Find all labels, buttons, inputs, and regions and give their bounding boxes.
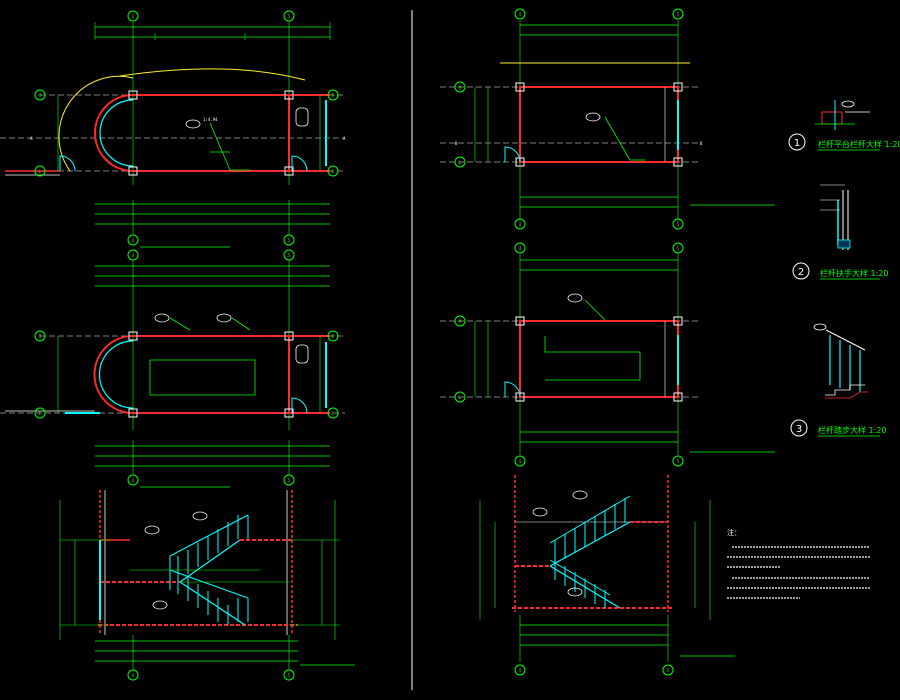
svg-text:B: B <box>455 141 458 146</box>
svg-text:4: 4 <box>519 668 522 673</box>
detail-number: 3 <box>796 424 802 435</box>
svg-text:4: 4 <box>519 246 522 251</box>
svg-text:L: L <box>332 411 335 416</box>
svg-text:L: L <box>459 395 462 400</box>
svg-text:4: 4 <box>519 222 522 227</box>
detail-2: 2 栏杆扶手大样 1:20 <box>792 184 889 280</box>
svg-text:4: 4 <box>132 238 135 243</box>
detail-number: 2 <box>798 267 804 278</box>
svg-text:M: M <box>39 334 42 339</box>
svg-text:M: M <box>39 93 42 98</box>
svg-text:4: 4 <box>132 253 135 258</box>
left-plan-1: 4 5 <box>0 10 346 248</box>
svg-text:5: 5 <box>667 668 670 673</box>
svg-text:A: A <box>30 136 33 141</box>
detail-title: 栏杆扶手大样 1:20 <box>820 268 889 278</box>
left-plan-2: 4 5 M L M L <box>0 249 345 488</box>
svg-text:4: 4 <box>132 478 135 483</box>
svg-text:M: M <box>332 93 335 98</box>
left-section-aa: 4 5 <box>59 490 355 681</box>
svg-text:5: 5 <box>288 673 291 678</box>
svg-text:5: 5 <box>677 12 680 17</box>
axis-label: 5 <box>288 14 291 19</box>
svg-text:M: M <box>332 334 335 339</box>
notes-block: 注： <box>727 528 870 599</box>
axis-bubble <box>127 10 139 22</box>
axis-label: 4 <box>132 14 135 19</box>
svg-text:5: 5 <box>288 253 291 258</box>
detail-title: 栏杆踏步大样 1:20 <box>818 425 887 435</box>
svg-text:5: 5 <box>677 459 680 464</box>
svg-text:B: B <box>700 141 703 146</box>
detail-1: 1 栏杆平台栏杆大样 1:20 <box>788 100 900 151</box>
svg-text:L: L <box>39 169 42 174</box>
svg-text:M: M <box>459 85 462 90</box>
right-plan-2: 4 5 M L 4 5 <box>440 242 775 467</box>
axis-bubble <box>283 10 295 22</box>
svg-text:5: 5 <box>677 222 680 227</box>
svg-text:1:4.94: 1:4.94 <box>203 117 218 122</box>
detail-title: 栏杆平台栏杆大样 1:20 <box>818 139 900 149</box>
detail-number: 1 <box>794 138 800 149</box>
notes-heading: 注： <box>727 528 741 537</box>
svg-text:4: 4 <box>519 459 522 464</box>
svg-text:L: L <box>332 169 335 174</box>
svg-text:L: L <box>39 411 42 416</box>
svg-text:4: 4 <box>519 12 522 17</box>
svg-text:5: 5 <box>288 238 291 243</box>
right-section-bb: 4 5 <box>479 475 735 676</box>
svg-text:4: 4 <box>132 673 135 678</box>
svg-text:5: 5 <box>677 246 680 251</box>
detail-3: 3 栏杆踏步大样 1:20 <box>790 323 887 437</box>
svg-text:A: A <box>343 136 346 141</box>
right-plan-1: 4 5 M L B B 4 5 <box>440 8 775 230</box>
svg-text:L: L <box>459 160 462 165</box>
svg-text:M: M <box>459 319 462 324</box>
svg-text:5: 5 <box>288 478 291 483</box>
